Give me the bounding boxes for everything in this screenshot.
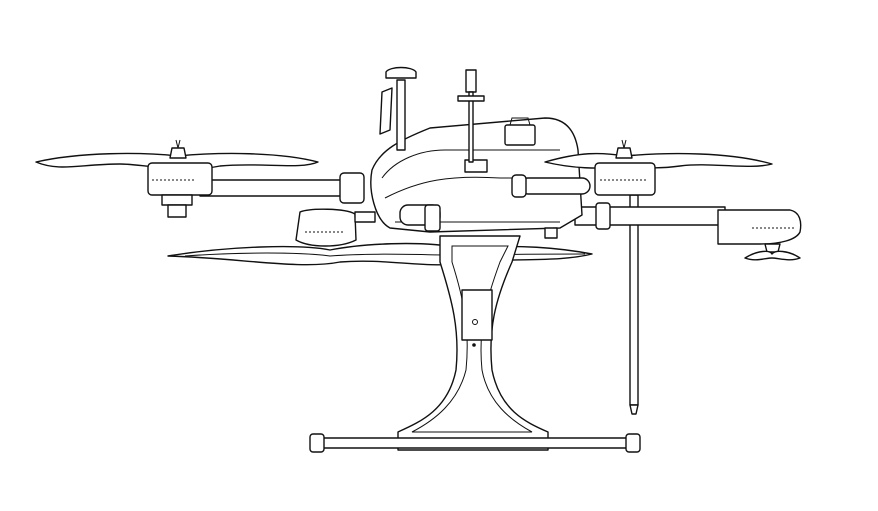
upper-right-propeller [544,139,773,169]
fuselage-body [370,117,591,239]
lower-right-arm [574,202,802,261]
upper-left-propeller [35,139,319,169]
landing-gear [309,235,641,453]
lower-left-propeller [167,242,593,266]
top-antenna [457,69,485,163]
upper-left-motor [147,162,213,218]
gps-mast [379,66,417,151]
upper-right-motor [594,162,656,196]
left-arm [199,172,365,204]
right-antenna [629,194,639,415]
landing-skid [311,437,639,449]
lower-left-motor [295,208,376,247]
